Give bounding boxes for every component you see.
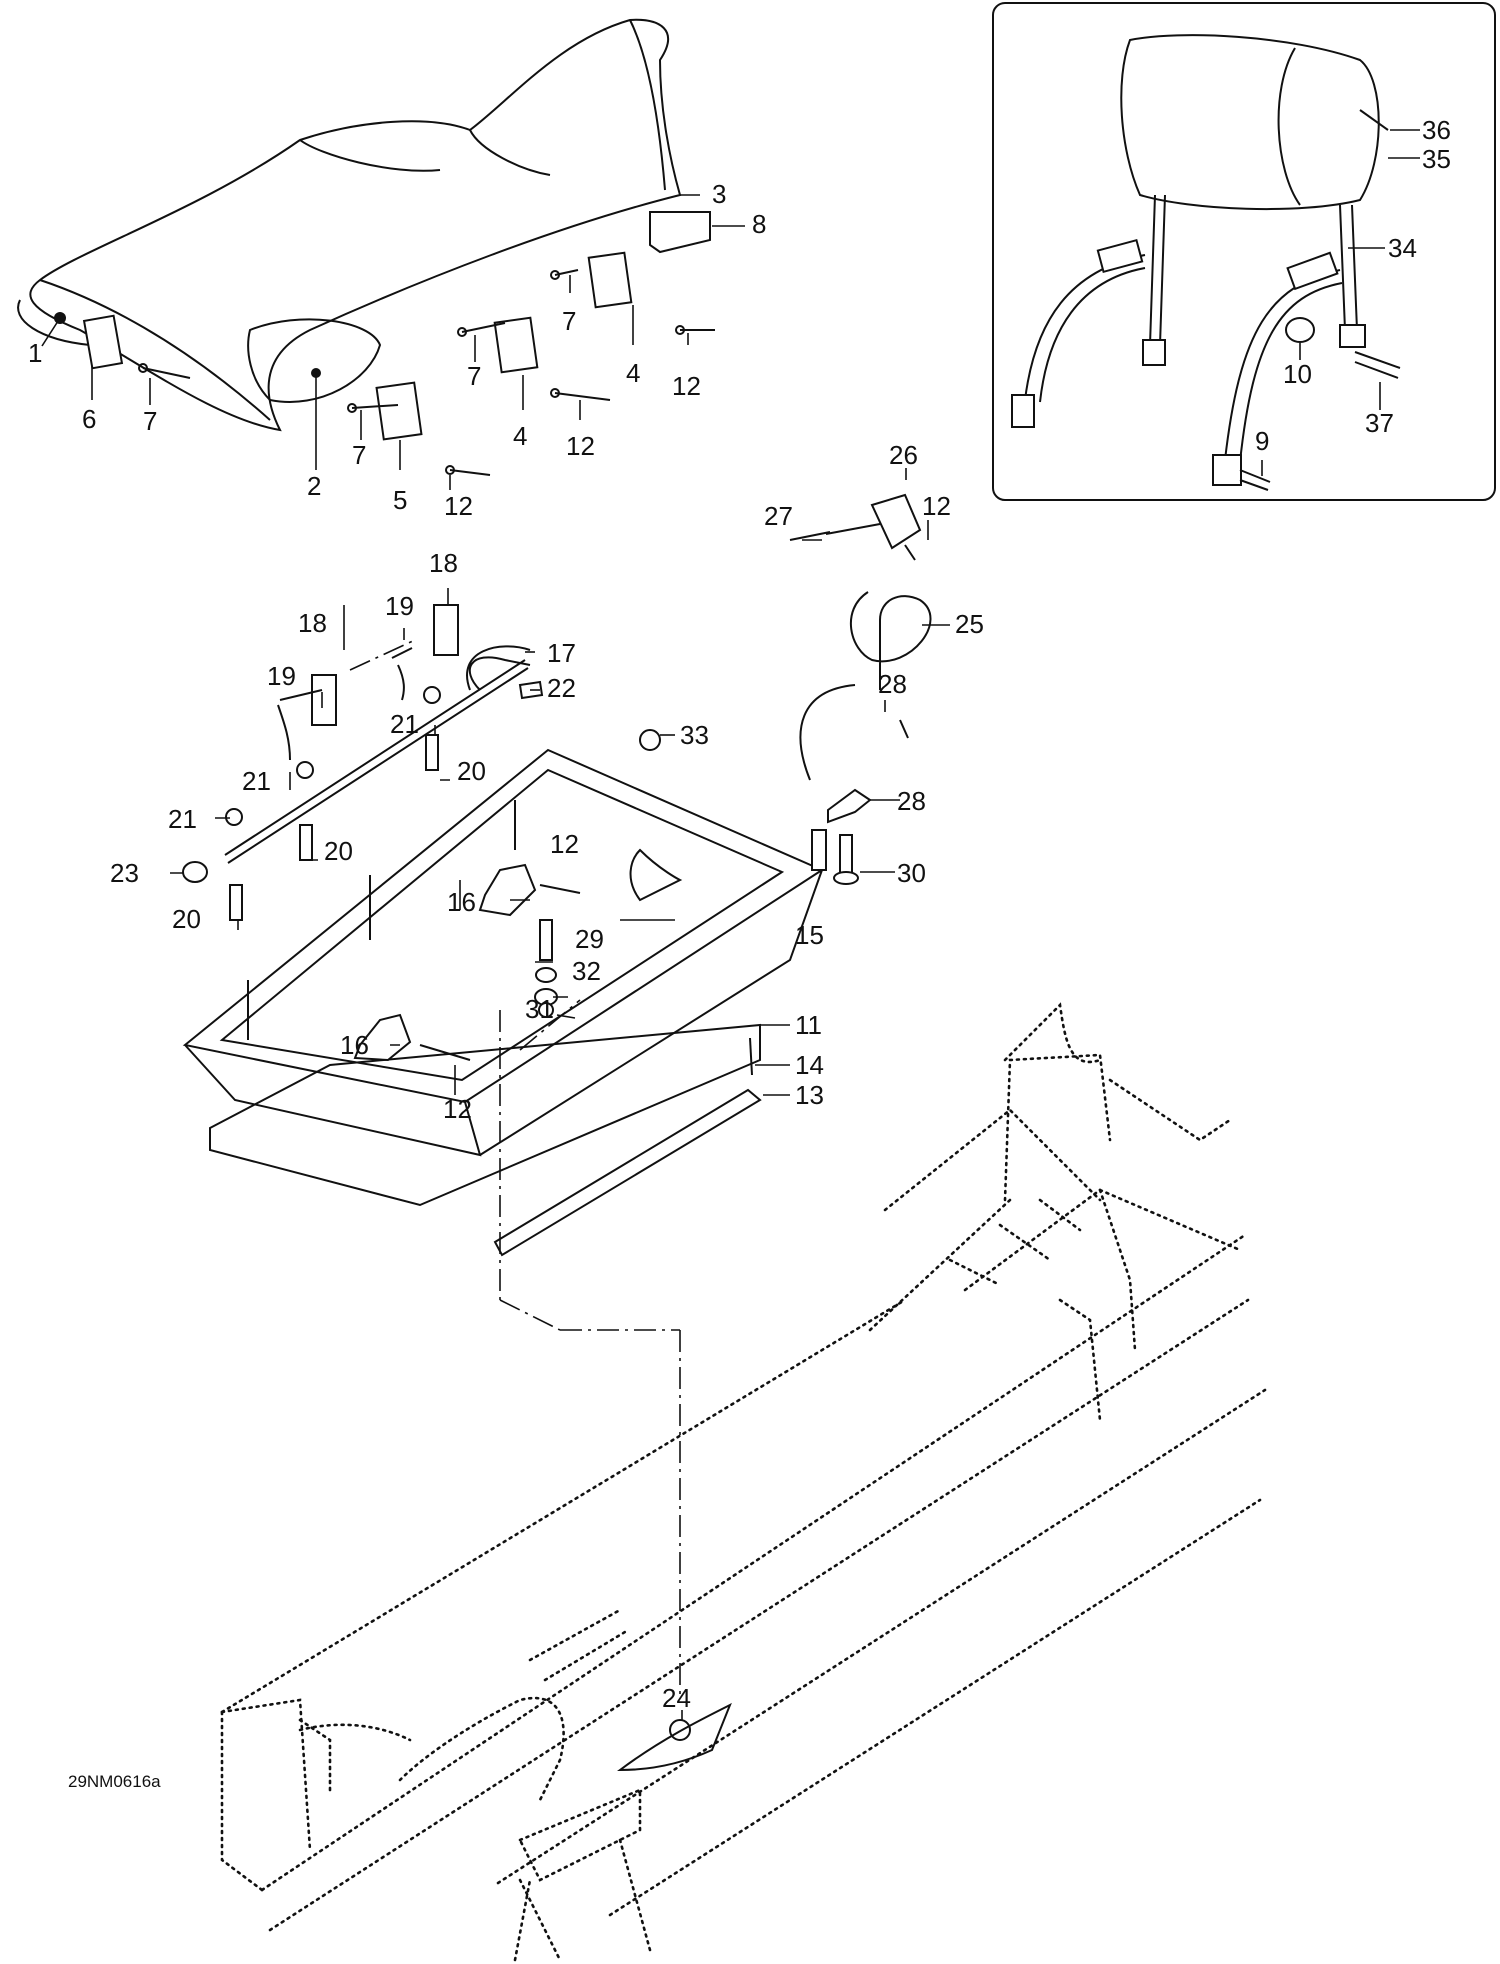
callout-19: 19 — [385, 591, 414, 621]
callout-17: 17 — [547, 638, 576, 668]
callout-23: 23 — [110, 858, 139, 888]
callout-7: 7 — [143, 406, 157, 436]
callout-33: 33 — [680, 720, 709, 750]
callout-16: 16 — [340, 1030, 369, 1060]
backrest-inset — [992, 2, 1496, 501]
callout-5: 5 — [393, 485, 407, 515]
callout-1: 1 — [28, 338, 42, 368]
callout-32: 32 — [572, 956, 601, 986]
callout-3: 3 — [712, 179, 726, 209]
callout-labels: 1 2 3 4 4 5 6 7 7 7 7 8 9 10 11 12 12 12… — [28, 115, 1451, 1791]
callout-9: 9 — [1255, 426, 1269, 456]
callout-28: 28 — [878, 669, 907, 699]
callout-29: 29 — [575, 924, 604, 954]
callout-36: 36 — [1422, 115, 1451, 145]
callout-20: 20 — [172, 904, 201, 934]
callout-21: 21 — [242, 766, 271, 796]
callout-12: 12 — [566, 431, 595, 461]
seat-hinges — [41, 194, 745, 490]
callout-20: 20 — [457, 756, 486, 786]
callout-30: 30 — [897, 858, 926, 888]
callout-4: 4 — [626, 358, 640, 388]
callout-6: 6 — [82, 404, 96, 434]
callout-31: 31 — [525, 994, 554, 1024]
callout-13: 13 — [795, 1080, 824, 1110]
callout-10: 10 — [1283, 359, 1312, 389]
callout-37: 37 — [1365, 408, 1394, 438]
callout-18: 18 — [298, 608, 327, 638]
callout-27: 27 — [764, 501, 793, 531]
figure-code: 29NM0616a — [68, 1772, 161, 1791]
storage-tray — [182, 468, 950, 1700]
callout-7: 7 — [562, 306, 576, 336]
callout-8: 8 — [752, 209, 766, 239]
callout-14: 14 — [795, 1050, 824, 1080]
callout-12: 12 — [550, 829, 579, 859]
callout-12: 12 — [444, 491, 473, 521]
callout-22: 22 — [547, 673, 576, 703]
callout-12: 12 — [443, 1094, 472, 1124]
callout-20: 20 — [324, 836, 353, 866]
callout-21: 21 — [390, 709, 419, 739]
callout-21: 21 — [168, 804, 197, 834]
callout-12: 12 — [672, 371, 701, 401]
callout-15: 15 — [795, 920, 824, 950]
callout-28: 28 — [897, 786, 926, 816]
callout-7: 7 — [467, 361, 481, 391]
callout-24: 24 — [662, 1683, 691, 1713]
callout-34: 34 — [1388, 233, 1417, 263]
callout-12: 12 — [922, 491, 951, 521]
callout-16: 16 — [447, 887, 476, 917]
callout-35: 35 — [1422, 144, 1451, 174]
callout-11: 11 — [795, 1010, 822, 1040]
callout-4: 4 — [513, 421, 527, 451]
callout-19: 19 — [267, 661, 296, 691]
callout-26: 26 — [889, 440, 918, 470]
latch-rod-assembly — [170, 588, 544, 930]
callout-18: 18 — [429, 548, 458, 578]
seat-cushion — [17, 18, 711, 432]
callout-2: 2 — [307, 471, 321, 501]
callout-25: 25 — [955, 609, 984, 639]
callout-7: 7 — [352, 440, 366, 470]
chassis-frame — [220, 1002, 1267, 1962]
